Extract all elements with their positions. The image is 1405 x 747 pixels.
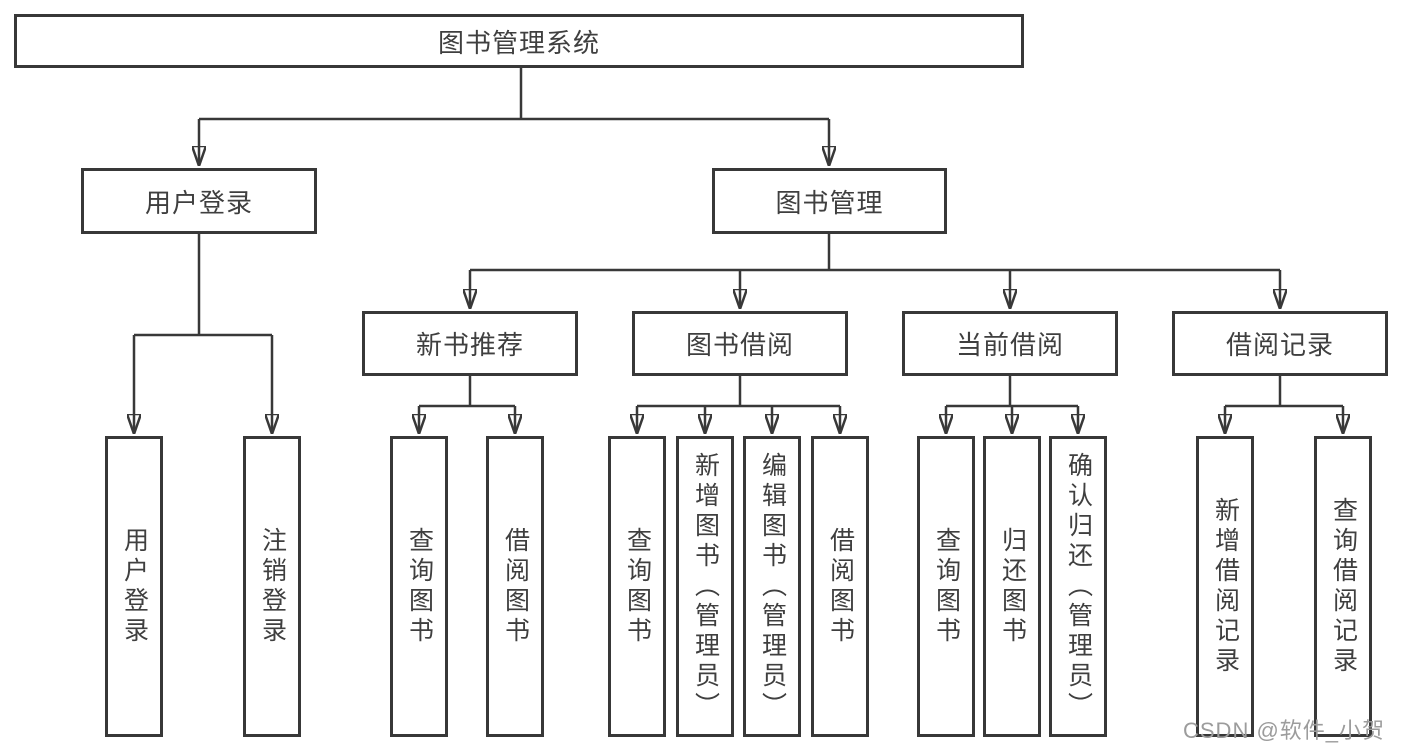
- leaf-user-login: 用户登录: [105, 436, 163, 737]
- node-current-borrowing: 当前借阅: [902, 311, 1118, 376]
- node-book-management: 图书管理: [712, 168, 947, 234]
- node-borrowing-records: 借阅记录: [1172, 311, 1388, 376]
- node-user-login: 用户登录: [81, 168, 317, 234]
- node-book-borrowing: 图书借阅: [632, 311, 848, 376]
- leaf-current-confirm-return-admin: 确认归还（管理员）: [1049, 436, 1107, 737]
- leaf-borrowing-edit-books-admin: 编辑图书（管理员）: [743, 436, 801, 737]
- leaf-records-query-borrow-record: 查询借阅记录: [1314, 436, 1372, 737]
- leaf-borrowing-borrow-books: 借阅图书: [811, 436, 869, 737]
- leaf-current-return-books: 归还图书: [983, 436, 1041, 737]
- leaf-borrowing-add-books-admin: 新增图书（管理员）: [676, 436, 734, 737]
- node-new-book-recommendation: 新书推荐: [362, 311, 578, 376]
- leaf-recommend-borrow-books: 借阅图书: [486, 436, 544, 737]
- node-book-management-system: 图书管理系统: [14, 14, 1024, 68]
- leaf-records-add-borrow-record: 新增借阅记录: [1196, 436, 1254, 737]
- leaf-current-query-books: 查询图书: [917, 436, 975, 737]
- leaf-borrowing-query-books: 查询图书: [608, 436, 666, 737]
- csdn-watermark: CSDN @软件_小贺同学: [1183, 718, 1386, 743]
- leaf-recommend-query-books: 查询图书: [390, 436, 448, 737]
- leaf-logout: 注销登录: [243, 436, 301, 737]
